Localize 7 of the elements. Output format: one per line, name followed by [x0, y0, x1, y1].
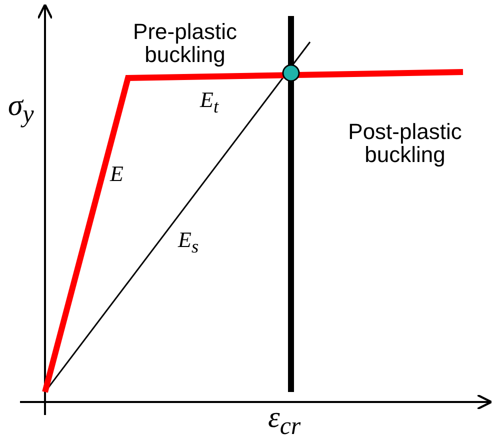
- slope-label: E: [110, 162, 124, 186]
- slope-label: E$_{t}$: [200, 88, 220, 117]
- region-label: Post-plastic buckling: [347, 120, 463, 166]
- axis-label: σ$_{y}$: [8, 90, 35, 128]
- slope-label: E$_{s}$: [178, 228, 200, 257]
- axis-label: ε$_{cr}$: [268, 402, 302, 440]
- region-label: Pre-plastic buckling: [132, 20, 238, 66]
